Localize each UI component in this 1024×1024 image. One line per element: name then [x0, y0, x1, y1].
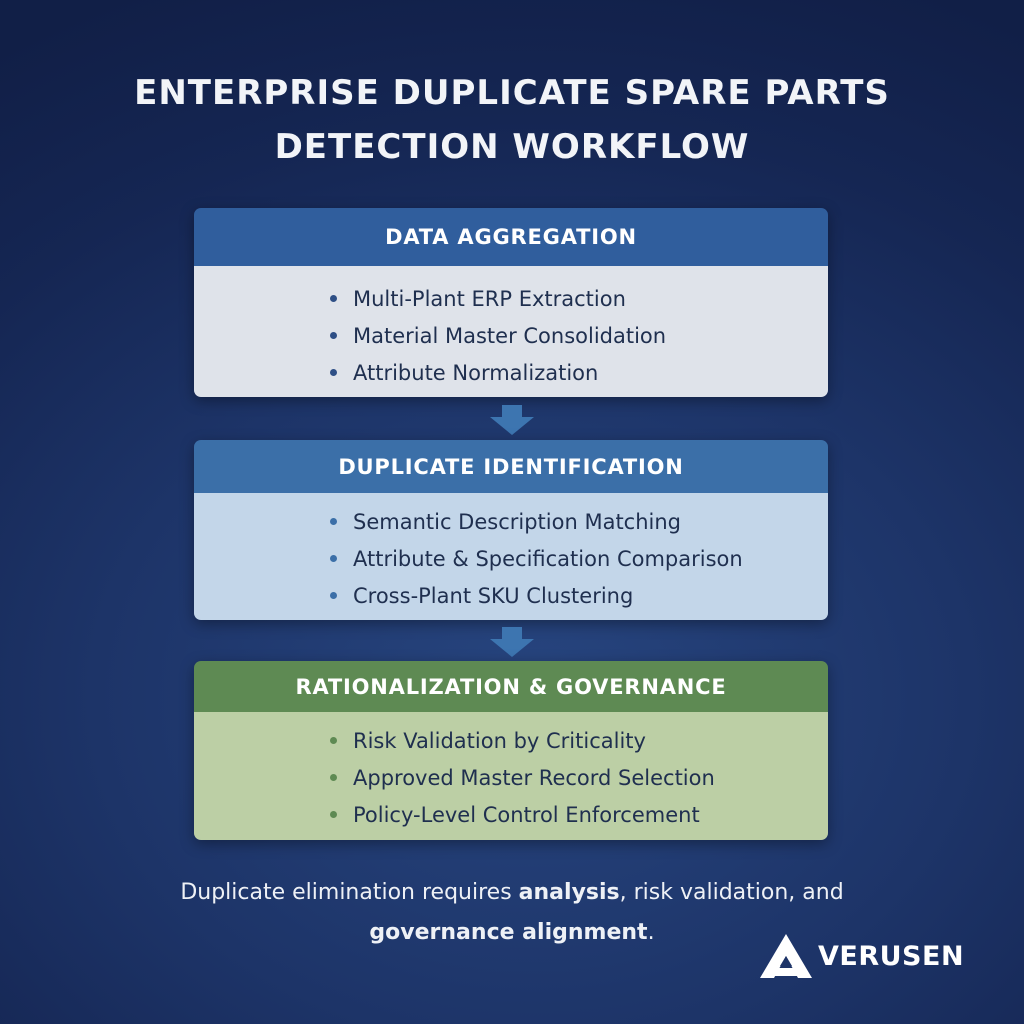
- stage-item-list: Multi-Plant ERP Extraction Material Mast…: [194, 280, 828, 391]
- list-item: Approved Master Record Selection: [326, 759, 828, 796]
- list-item: Attribute Normalization: [326, 354, 828, 391]
- bullet-icon: [330, 295, 337, 302]
- list-item: Cross-Plant SKU Clustering: [326, 577, 828, 614]
- list-item-text: Policy-Level Control Enforcement: [353, 802, 700, 827]
- stage-body: Risk Validation by Criticality Approved …: [194, 712, 828, 840]
- list-item: Attribute & Specification Comparison: [326, 540, 828, 577]
- footer-text: .: [647, 920, 655, 945]
- list-item-text: Semantic Description Matching: [353, 509, 682, 534]
- list-item-text: Multi-Plant ERP Extraction: [353, 286, 626, 311]
- bullet-icon: [330, 518, 337, 525]
- bullet-icon: [330, 332, 337, 339]
- title-line-2: DETECTION WORKFLOW: [274, 127, 750, 167]
- list-item-text: Attribute & Specification Comparison: [353, 546, 743, 571]
- brand-logo: VERUSEN: [758, 932, 964, 980]
- stage-card-rationalization-governance: RATIONALIZATION & GOVERNANCE Risk Valida…: [194, 661, 828, 840]
- footer-line-1: Duplicate elimination requires analysis,…: [0, 873, 1024, 913]
- footer-emphasis: analysis: [518, 880, 620, 905]
- bullet-icon: [330, 811, 337, 818]
- arrow-down-icon: [490, 405, 534, 435]
- title-line-1: ENTERPRISE DUPLICATE SPARE PARTS: [134, 73, 890, 113]
- bullet-icon: [330, 592, 337, 599]
- bullet-icon: [330, 774, 337, 781]
- arrow-down-icon: [490, 627, 534, 657]
- logo-text: VERUSEN: [818, 940, 965, 972]
- bullet-icon: [330, 737, 337, 744]
- stage-item-list: Semantic Description Matching Attribute …: [194, 503, 828, 614]
- stage-card-duplicate-identification: DUPLICATE IDENTIFICATION Semantic Descri…: [194, 440, 828, 620]
- stage-item-list: Risk Validation by Criticality Approved …: [194, 722, 828, 833]
- list-item: Material Master Consolidation: [326, 317, 828, 354]
- footer-emphasis: governance alignment: [369, 920, 648, 945]
- list-item: Semantic Description Matching: [326, 503, 828, 540]
- stage-card-data-aggregation: DATA AGGREGATION Multi-Plant ERP Extract…: [194, 208, 828, 397]
- footer-caption: Duplicate elimination requires analysis,…: [0, 873, 1024, 953]
- stage-heading: DATA AGGREGATION: [194, 208, 828, 266]
- list-item: Risk Validation by Criticality: [326, 722, 828, 759]
- footer-text: Duplicate elimination requires: [180, 880, 519, 905]
- list-item: Multi-Plant ERP Extraction: [326, 280, 828, 317]
- list-item-text: Attribute Normalization: [353, 360, 599, 385]
- stage-heading: DUPLICATE IDENTIFICATION: [194, 440, 828, 493]
- page-title: ENTERPRISE DUPLICATE SPARE PARTS DETECTI…: [0, 66, 1024, 174]
- list-item-text: Cross-Plant SKU Clustering: [353, 583, 634, 608]
- list-item-text: Material Master Consolidation: [353, 323, 667, 348]
- list-item-text: Risk Validation by Criticality: [353, 728, 646, 753]
- bullet-icon: [330, 555, 337, 562]
- bullet-icon: [330, 369, 337, 376]
- stage-body: Multi-Plant ERP Extraction Material Mast…: [194, 266, 828, 397]
- footer-line-2: governance alignment.: [0, 913, 1024, 953]
- triangle-a-logo-icon: [760, 934, 812, 978]
- list-item-text: Approved Master Record Selection: [353, 765, 715, 790]
- footer-text: , risk validation, and: [619, 880, 844, 905]
- list-item: Policy-Level Control Enforcement: [326, 796, 828, 833]
- stage-body: Semantic Description Matching Attribute …: [194, 493, 828, 620]
- stage-heading: RATIONALIZATION & GOVERNANCE: [194, 661, 828, 712]
